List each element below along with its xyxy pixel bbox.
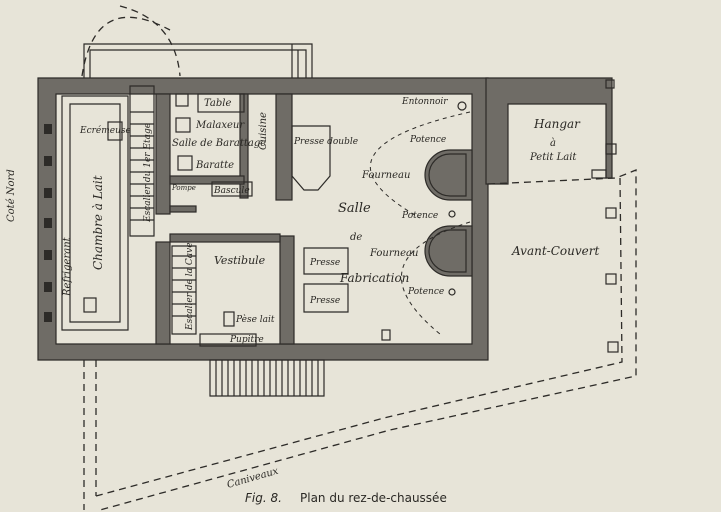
label-entonnoir: Entonnoir <box>401 97 448 107</box>
label-escalier-cave: Escalier de la Cave <box>185 242 195 331</box>
main-building-walls <box>37 77 489 361</box>
label-bascule: Bascule <box>213 186 250 196</box>
furnaces <box>424 101 473 296</box>
hangar-walls <box>485 77 615 185</box>
cold-room-outline <box>61 95 129 331</box>
potence-arc-lower <box>401 221 471 335</box>
label-refrigerant: Refrigerant <box>62 236 73 297</box>
label-cote-nord: Coté Nord <box>6 169 17 222</box>
presses <box>291 125 349 313</box>
label-escalier: Escalier du 1er Etage <box>143 123 153 223</box>
label-potence-3: Potence <box>407 287 444 297</box>
staircase-first-floor <box>129 85 155 237</box>
label-fourneau-1: Fourneau <box>361 170 410 181</box>
label-salle: Salle <box>338 201 371 216</box>
label-potence-1: Potence <box>409 135 446 145</box>
label-baratte: Baratte <box>195 160 234 171</box>
gate-swing-arc-right <box>119 5 181 77</box>
potence-arc-upper <box>370 111 471 219</box>
label-cuisine: Cuisine <box>258 112 269 150</box>
west-windows <box>44 124 52 322</box>
label-vestibule: Vestibule <box>214 254 266 267</box>
upper-railing <box>83 43 313 78</box>
avant-couvert-inner-boundary <box>95 177 623 497</box>
cold-room-inner-outline <box>69 103 121 323</box>
label-presse-2: Presse <box>309 296 340 306</box>
label-pompe: Pompe <box>171 184 196 192</box>
label-presse-1: Presse <box>309 258 340 268</box>
label-avant-couvert: Avant-Couvert <box>511 244 599 258</box>
label-a: à <box>550 138 556 149</box>
label-ecremeuse: Ecrémeuse <box>79 125 131 136</box>
entrance-steps <box>209 359 325 397</box>
label-malaxeur: Malaxeur <box>195 120 245 131</box>
label-pupitre: Pupitre <box>229 335 264 345</box>
label-chambre-lait: Chambre à Lait <box>91 175 105 270</box>
caption-fig: Fig. 8. <box>245 491 282 505</box>
avant-couvert-boundary <box>99 169 637 511</box>
avant-couvert-posts <box>605 143 619 353</box>
label-fourneau-2: Fourneau <box>369 248 418 259</box>
label-petit-lait: Petit Lait <box>529 152 577 163</box>
churning-fixtures <box>83 93 391 347</box>
label-potence-2: Potence <box>401 211 438 221</box>
label-salle-barattage: Salle de Barattage <box>172 138 266 149</box>
label-fabrication: Fabrication <box>339 271 409 285</box>
label-hangar: Hangar <box>533 117 581 131</box>
label-pese-lait: Pèse lait <box>235 314 275 325</box>
label-presse-double: Presse double <box>293 137 358 147</box>
staircase-cellar <box>171 245 197 335</box>
label-de: de <box>350 232 362 243</box>
caption-title: Plan du rez-de-chaussée <box>300 491 447 505</box>
label-table: Table <box>204 98 231 109</box>
